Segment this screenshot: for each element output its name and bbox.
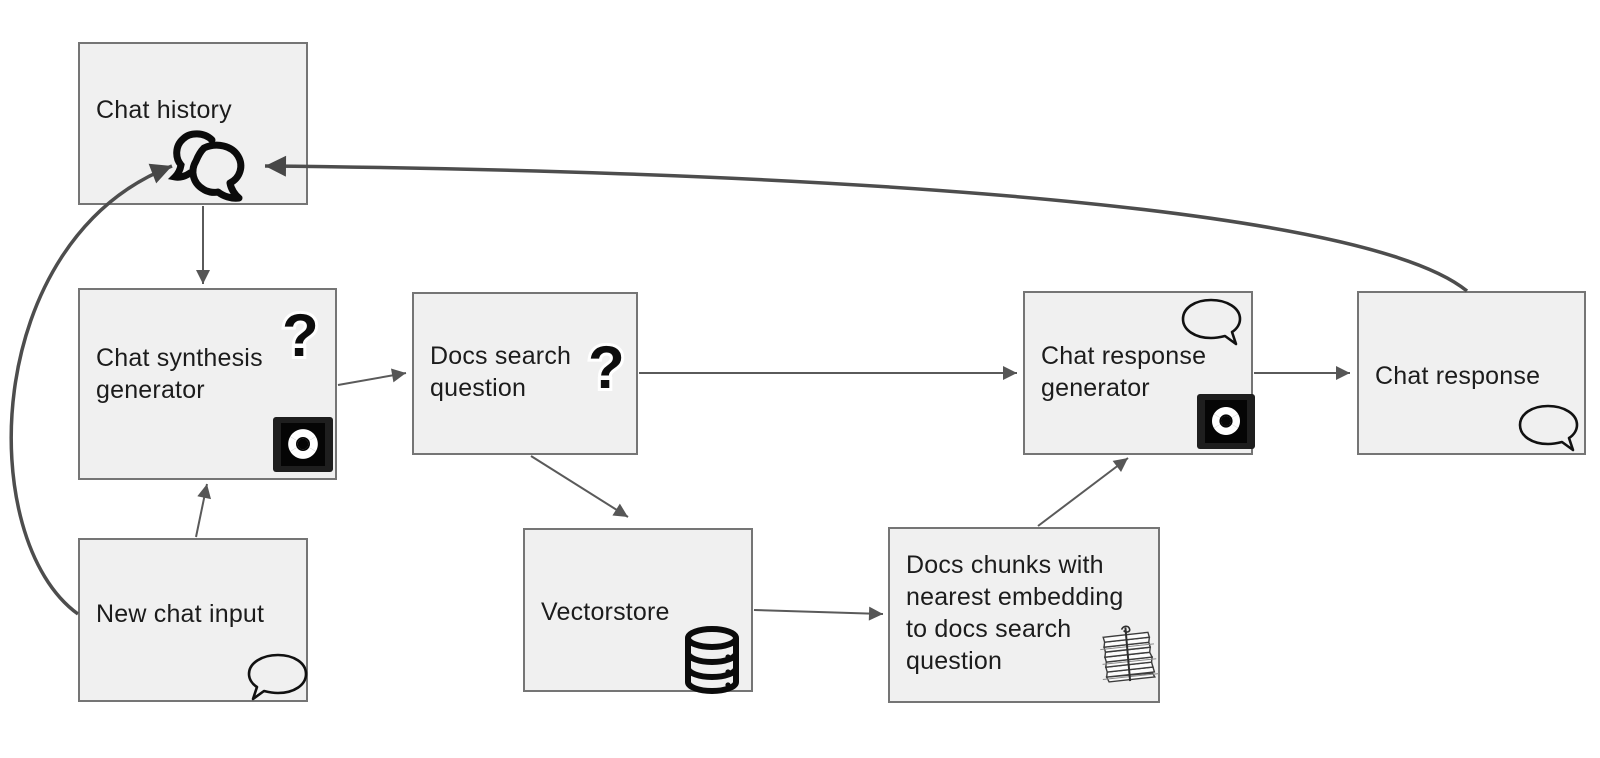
node-label: New chat input — [96, 600, 265, 628]
edge-vectorstore-to-docs-chunks — [753, 606, 884, 621]
node-label: Chat history — [96, 96, 232, 124]
question-mark-icon: ? — [585, 334, 628, 401]
node-label: Docs search question — [430, 342, 572, 402]
edge-chat-response-to-chat-history-loop — [264, 155, 1469, 293]
edge-docs-chunks-to-chat-response-generator — [1037, 457, 1129, 527]
node-new-chat-input: New chat input — [78, 538, 308, 702]
node-label: Vectorstore — [541, 598, 670, 626]
node-chat-response: Chat response — [1357, 291, 1586, 455]
node-label: Docs chunks with nearest embedding to do… — [906, 551, 1124, 675]
node-chat-response-generator: Chat response generator — [1023, 291, 1255, 455]
paper-stack-icon — [1100, 625, 1159, 683]
openai-logo-icon — [273, 417, 333, 472]
openai-logo-icon — [1197, 394, 1255, 449]
chat-bubbles-icon — [168, 130, 245, 202]
edge-new-chat-input-to-chat-synthesis-generator — [195, 483, 212, 538]
question-mark-icon: ? — [279, 302, 322, 369]
speech-bubble-icon — [247, 653, 308, 701]
speech-bubble-icon — [1181, 298, 1242, 346]
database-icon — [685, 626, 739, 695]
edge-chat-synthesis-generator-to-docs-search-question — [337, 368, 407, 386]
node-label: Chat response generator — [1041, 342, 1207, 402]
node-label: Chat synthesis generator — [96, 344, 263, 404]
node-docs-chunks: Docs chunks with nearest embedding to do… — [888, 527, 1160, 703]
node-chat-history: Chat history — [78, 42, 308, 205]
node-docs-search-question: Docs search question ? — [412, 292, 638, 455]
node-chat-synthesis-generator: Chat synthesis generator ? — [78, 288, 337, 480]
speech-bubble-icon — [1518, 404, 1579, 452]
node-vectorstore: Vectorstore — [523, 528, 753, 695]
node-label: Chat response — [1375, 362, 1541, 390]
edge-docs-search-question-to-vectorstore — [530, 455, 629, 518]
